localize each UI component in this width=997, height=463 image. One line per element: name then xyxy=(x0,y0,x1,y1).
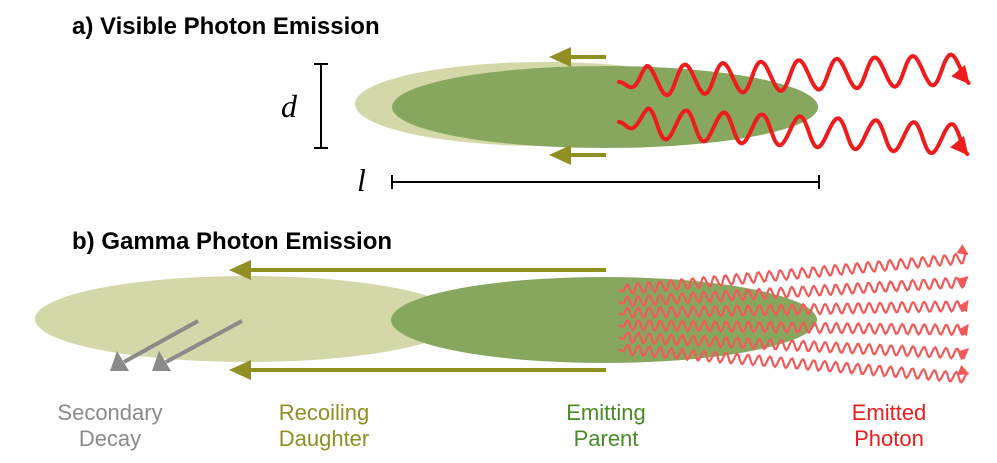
recoiling-daughter-ellipse-b xyxy=(35,276,461,362)
secondary-decay-label-line2: Decay xyxy=(78,426,142,451)
emitting-parent-ellipse-b xyxy=(391,277,817,363)
emitted-photon-label: Emitted Photon xyxy=(815,400,963,452)
recoil-arrow-bottom-a xyxy=(549,145,606,165)
recoil-arrow-top-b xyxy=(229,260,606,280)
gamma-photon-wave xyxy=(618,276,969,308)
gamma-photon-waves xyxy=(618,244,970,384)
visible-photon-wave-bottom xyxy=(617,106,970,157)
gamma-photon-wave xyxy=(618,299,969,320)
recoil-arrow-bottom-b xyxy=(229,360,606,380)
recoiling-daughter-label-line1: Recoiling xyxy=(278,400,370,425)
gamma-photon-wave xyxy=(618,318,969,337)
emitting-parent-label-line2: Parent xyxy=(573,426,639,451)
gamma-photon-wave xyxy=(618,244,969,296)
panel-a xyxy=(314,47,971,189)
secondary-decay-arrow-1 xyxy=(110,319,199,371)
secondary-decay-arrow-2 xyxy=(152,319,243,371)
gamma-photon-wave xyxy=(618,331,970,361)
recoiling-daughter-label: Recoiling Daughter xyxy=(250,400,398,452)
recoiling-daughter-label-line2: Daughter xyxy=(278,426,370,451)
emitting-parent-ellipse-a xyxy=(392,66,818,148)
gamma-photon-wave xyxy=(618,343,970,384)
length-symbol: l xyxy=(357,162,366,198)
secondary-decay-label: Secondary Decay xyxy=(36,400,184,452)
diameter-symbol: d xyxy=(281,88,297,124)
visible-photon-wave-top xyxy=(617,52,971,98)
emitting-parent-label-line1: Emitting xyxy=(566,400,646,425)
emitted-photon-label-line1: Emitted xyxy=(851,400,927,425)
panel-b xyxy=(35,244,970,384)
secondary-decay-label-line1: Secondary xyxy=(57,400,163,425)
recoil-arrow-top-a xyxy=(549,47,606,67)
panel-b-title: b) Gamma Photon Emission xyxy=(72,228,393,255)
diameter-scale-bar xyxy=(314,63,328,149)
length-scale-bar xyxy=(391,175,820,189)
emitting-parent-label: Emitting Parent xyxy=(532,400,680,452)
panel-a-title: a) Visible Photon Emission xyxy=(72,13,380,40)
emitted-photon-label-line2: Photon xyxy=(854,426,924,451)
